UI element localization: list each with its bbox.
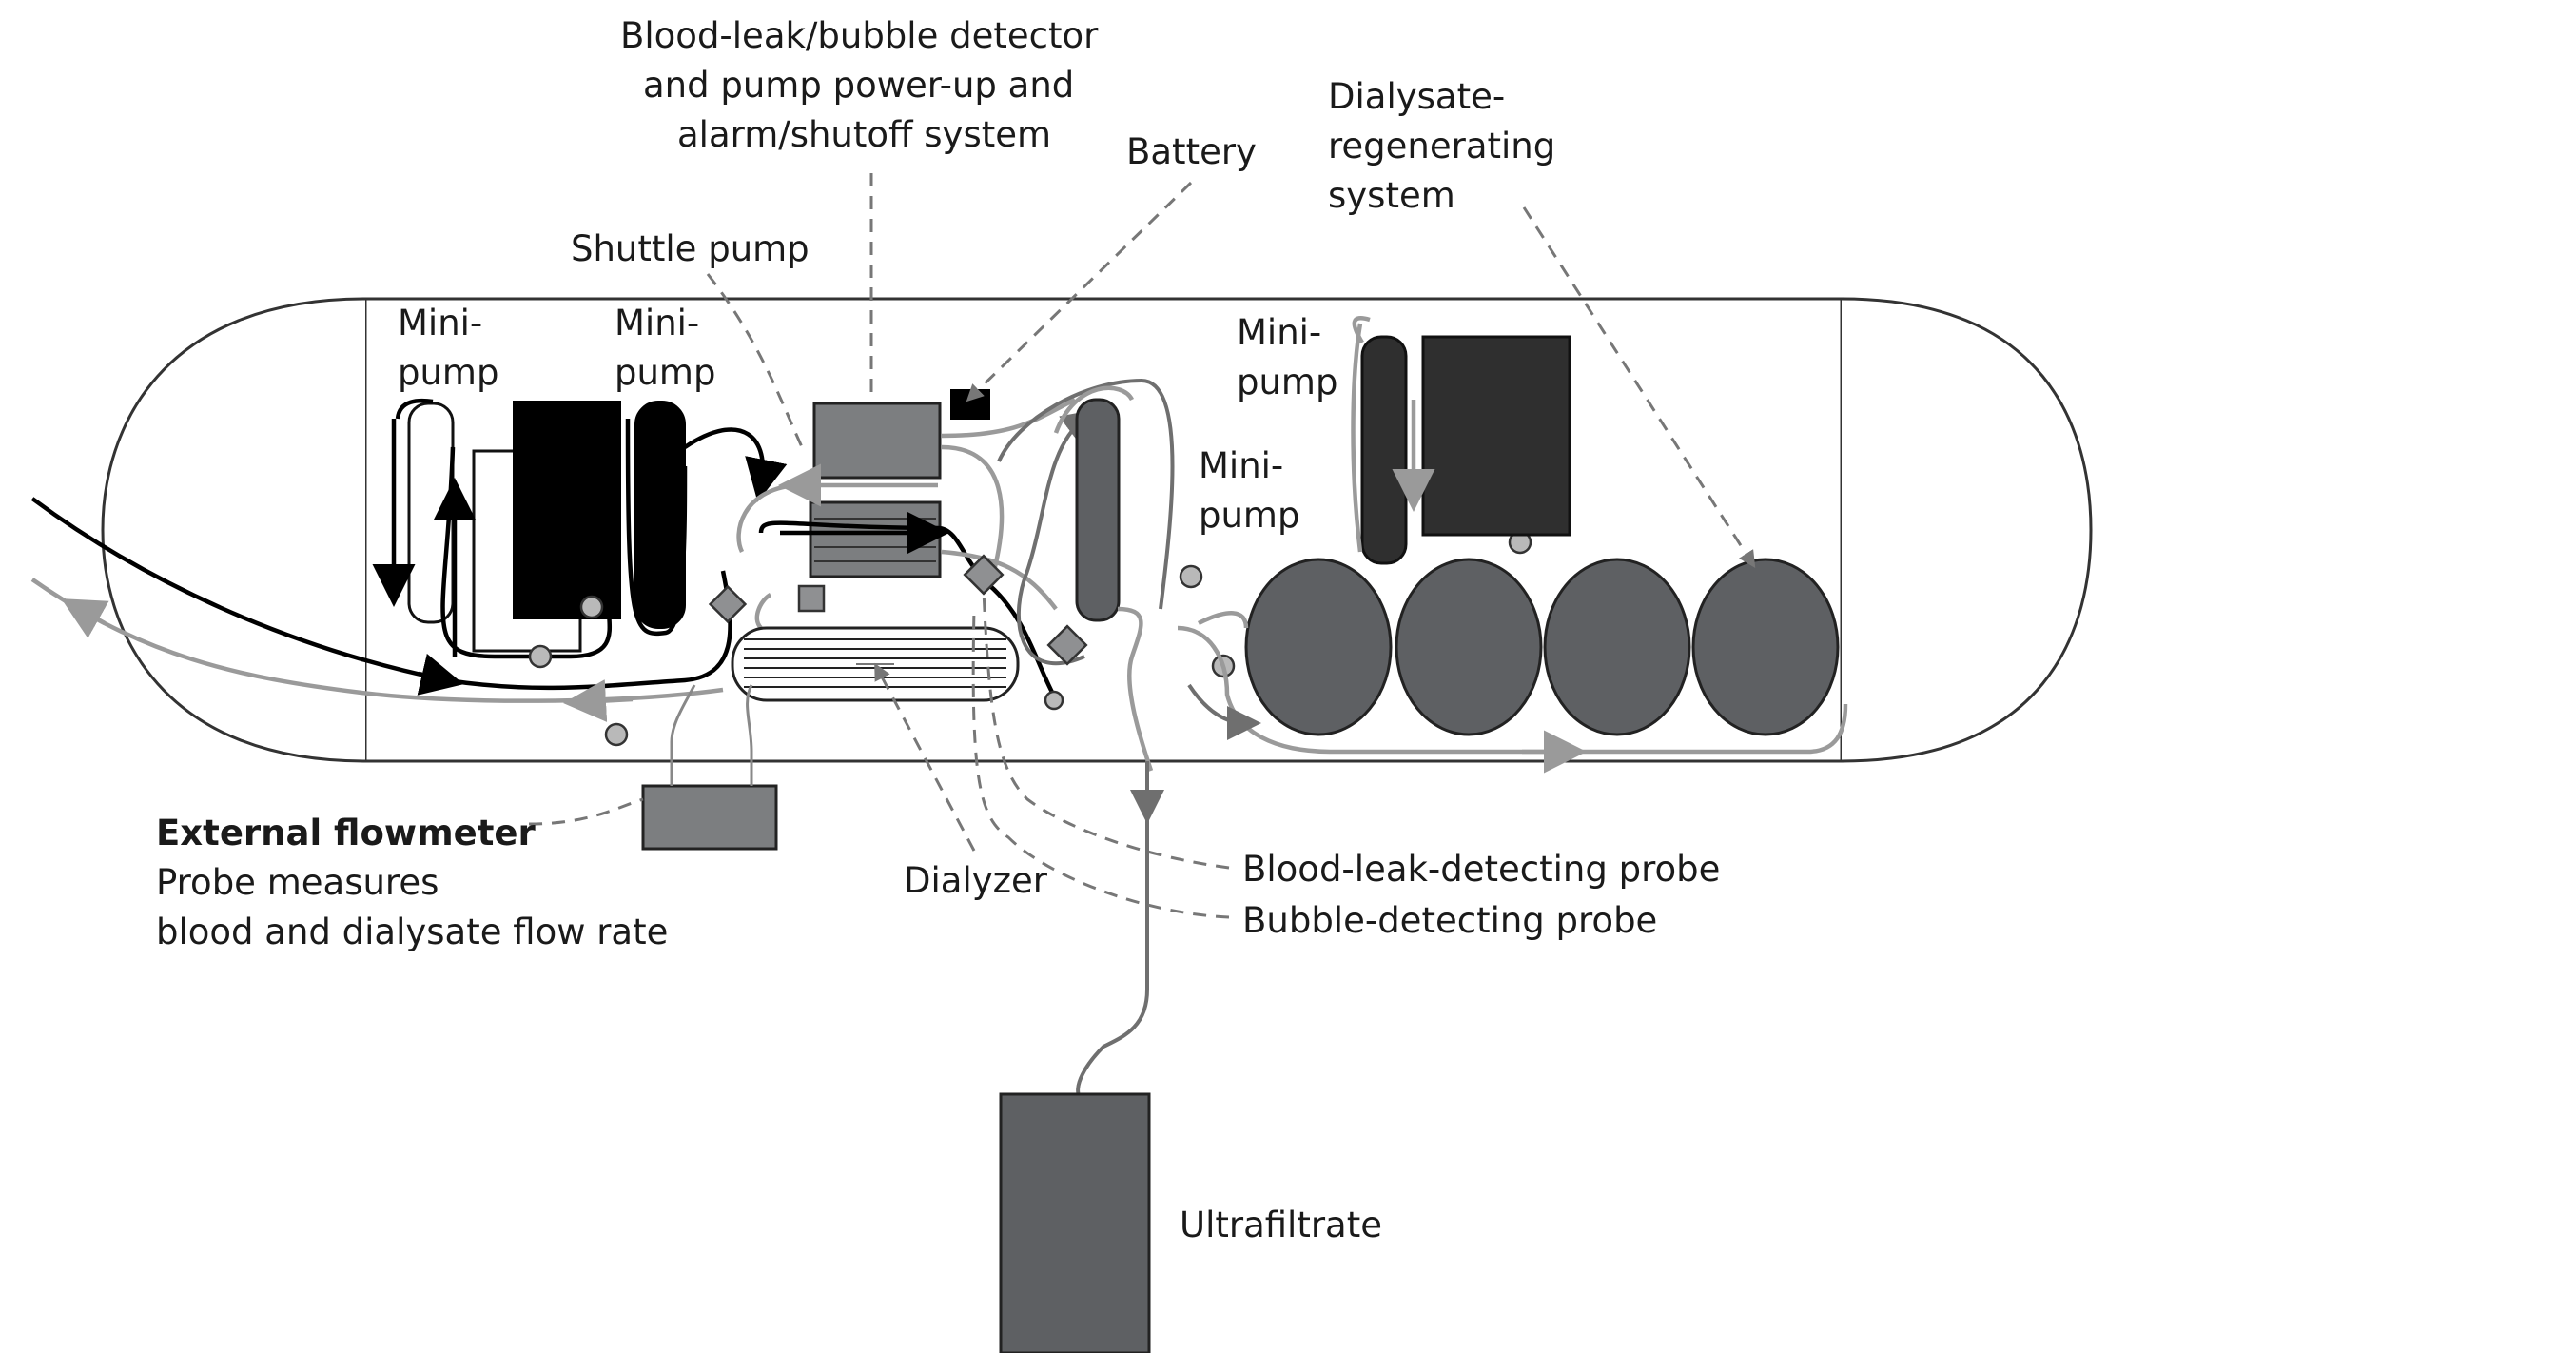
mini-pump-2 bbox=[634, 401, 686, 629]
label-mini-pump-1-line1: Mini- bbox=[398, 303, 482, 343]
label-external-flowmeter-desc-line2: blood and dialysate flow rate bbox=[156, 912, 668, 952]
label-mini-pump-3-line1: Mini- bbox=[1237, 312, 1321, 353]
leader-dialyzer bbox=[874, 662, 976, 852]
label-dialysate-regen-line1: Dialysate- bbox=[1328, 76, 1505, 117]
sorbent-cartridge-1 bbox=[1244, 558, 1393, 736]
sensor-2 bbox=[579, 595, 604, 619]
blood-leak-detector-unit bbox=[812, 402, 942, 480]
dialysate-return bbox=[563, 679, 634, 722]
leader-battery bbox=[966, 181, 1193, 402]
mini-pump-3-tube bbox=[1053, 385, 1154, 772]
regen-loop-tube bbox=[1351, 323, 1363, 553]
regen-inflow-tube bbox=[1197, 611, 1249, 629]
leader-bubble-probe bbox=[971, 608, 1230, 919]
label-shuttle-pump: Shuttle pump bbox=[571, 228, 810, 269]
blood-inflow-arrow bbox=[417, 653, 464, 696]
blood-loop-left bbox=[433, 418, 788, 659]
sensor-4 bbox=[1044, 690, 1064, 711]
sorbent-cartridge-3 bbox=[1543, 558, 1691, 736]
label-blood-leak-detector-line3: alarm/shutoff system bbox=[677, 114, 1051, 155]
leader-blood-leak-probe bbox=[982, 589, 1230, 870]
center-tubing bbox=[736, 378, 1175, 701]
label-mini-pump-1-line2: pump bbox=[398, 352, 498, 393]
label-dialysate-regen-line2: regenerating bbox=[1328, 126, 1555, 167]
mini-pump-2-body bbox=[513, 401, 621, 619]
leader-lines bbox=[528, 173, 1756, 919]
label-mini-pump-2-line1: Mini- bbox=[615, 303, 699, 343]
sorbent-cartridge-2 bbox=[1395, 558, 1543, 736]
valve-left bbox=[708, 584, 748, 624]
leader-flowmeter bbox=[528, 797, 644, 826]
leader-dialysate-regen bbox=[1522, 206, 1756, 569]
label-mini-pump-4-line1: Mini- bbox=[1199, 445, 1283, 486]
label-dialysate-regen-line3: system bbox=[1328, 175, 1455, 216]
ultrafiltrate-bag bbox=[999, 1092, 1151, 1353]
blood-inflow-tube bbox=[30, 497, 448, 683]
label-external-flowmeter-title: External flowmeter bbox=[156, 813, 536, 853]
regen-inflow-arrow bbox=[1187, 683, 1261, 740]
label-mini-pump-4-line2: pump bbox=[1199, 495, 1299, 536]
label-ultrafiltrate: Ultrafiltrate bbox=[1180, 1205, 1382, 1245]
blood-leak-probe-sensor bbox=[963, 554, 1005, 596]
label-external-flowmeter-desc-line1: Probe measures bbox=[156, 862, 439, 903]
sensor-5 bbox=[1179, 564, 1203, 589]
dialysate-outflow-arrow bbox=[61, 598, 109, 638]
flowmeter-leads bbox=[670, 684, 753, 786]
label-blood-leak-probe: Blood-leak-detecting probe bbox=[1242, 849, 1720, 890]
sorbent-cartridge-4 bbox=[1691, 558, 1840, 736]
label-bubble-probe: Bubble-detecting probe bbox=[1242, 900, 1657, 941]
label-battery: Battery bbox=[1126, 131, 1257, 172]
label-blood-leak-detector-line2: and pump power-up and bbox=[643, 65, 1074, 106]
leader-shuttle-pump bbox=[706, 273, 805, 450]
ultrafiltrate-tube bbox=[1076, 771, 1149, 1097]
external-flowmeter bbox=[641, 784, 778, 851]
sensor-1 bbox=[528, 644, 553, 669]
bubble-probe-sensor bbox=[1046, 624, 1088, 666]
label-mini-pump-3-line2: pump bbox=[1237, 362, 1337, 402]
regen-return-tube bbox=[1177, 625, 1848, 755]
shuttle-pump bbox=[809, 500, 942, 578]
label-blood-leak-detector-line1: Blood-leak/bubble detector bbox=[620, 15, 1099, 56]
valve-center bbox=[797, 584, 826, 613]
dialysate-regenerating-pump-body bbox=[1421, 335, 1571, 537]
label-dialyzer: Dialyzer bbox=[904, 860, 1048, 901]
label-mini-pump-2-line2: pump bbox=[615, 352, 715, 393]
mini-pump-4 bbox=[1360, 335, 1408, 565]
sensor-3 bbox=[604, 722, 629, 747]
mini-pump-3 bbox=[1075, 398, 1121, 622]
battery bbox=[950, 389, 990, 420]
